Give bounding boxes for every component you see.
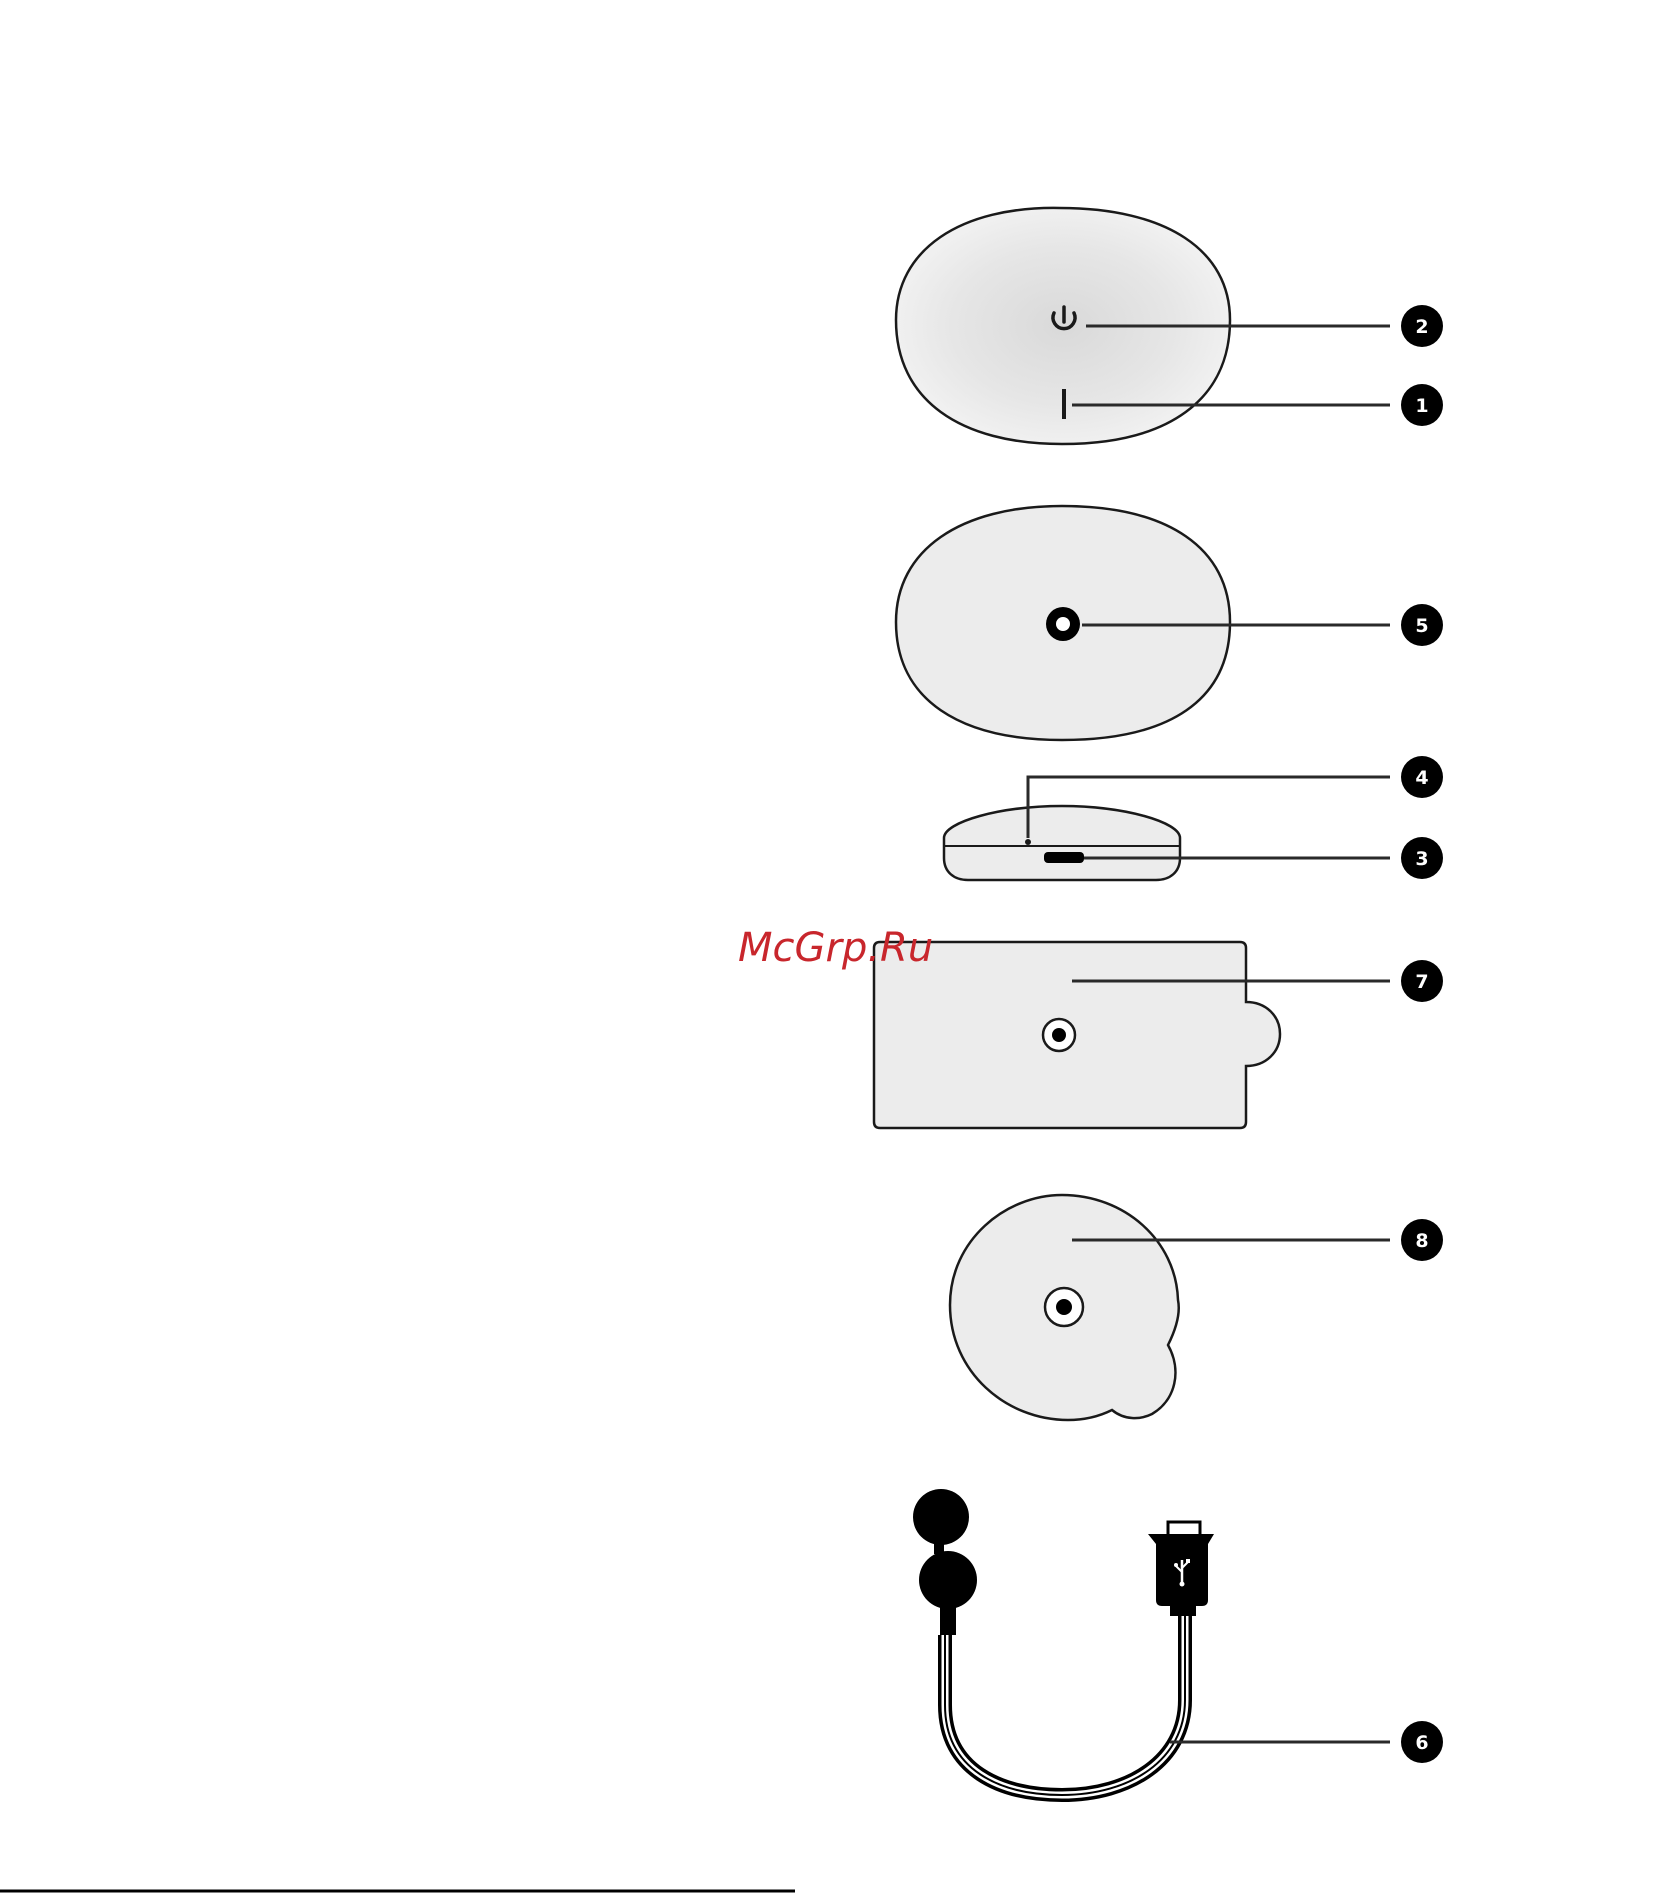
callout-badge-6: 6 bbox=[1401, 1721, 1443, 1763]
callout-badge-7: 7 bbox=[1401, 960, 1443, 1002]
device-bottom-view bbox=[896, 506, 1230, 740]
device-side-body bbox=[944, 806, 1180, 880]
status-light-icon bbox=[1062, 389, 1066, 419]
svg-text:1: 1 bbox=[1415, 395, 1428, 417]
rect-mount-body bbox=[874, 942, 1280, 1128]
magnetic-connector-bottom bbox=[919, 1551, 977, 1609]
charging-port-icon bbox=[1044, 852, 1084, 863]
watermark-text: McGrp.Ru bbox=[738, 925, 933, 971]
usb-charging-cable bbox=[913, 1489, 1214, 1795]
adhesive-mount-round bbox=[950, 1195, 1179, 1420]
svg-text:3: 3 bbox=[1415, 848, 1428, 870]
svg-text:6: 6 bbox=[1415, 1732, 1428, 1754]
adhesive-mount-rectangular bbox=[874, 942, 1280, 1128]
round-mount-connector-icon bbox=[1056, 1299, 1072, 1315]
svg-text:8: 8 bbox=[1415, 1230, 1428, 1252]
reset-pinhole-icon bbox=[1025, 839, 1031, 845]
callout-badge-3: 3 bbox=[1401, 837, 1443, 879]
svg-text:7: 7 bbox=[1415, 971, 1428, 993]
magnetic-connector-top bbox=[913, 1489, 969, 1545]
callout-badge-1: 1 bbox=[1401, 384, 1443, 426]
svg-text:2: 2 bbox=[1415, 316, 1428, 338]
callout-badge-4: 4 bbox=[1401, 756, 1443, 798]
callout-badge-2: 2 bbox=[1401, 305, 1443, 347]
svg-text:5: 5 bbox=[1415, 615, 1428, 637]
callout-badge-5: 5 bbox=[1401, 604, 1443, 646]
callout-badge-8: 8 bbox=[1401, 1219, 1443, 1261]
svg-text:4: 4 bbox=[1415, 767, 1428, 789]
usb-plug bbox=[1148, 1522, 1214, 1616]
rect-mount-connector-icon bbox=[1052, 1028, 1066, 1042]
device-side-view bbox=[944, 806, 1180, 880]
